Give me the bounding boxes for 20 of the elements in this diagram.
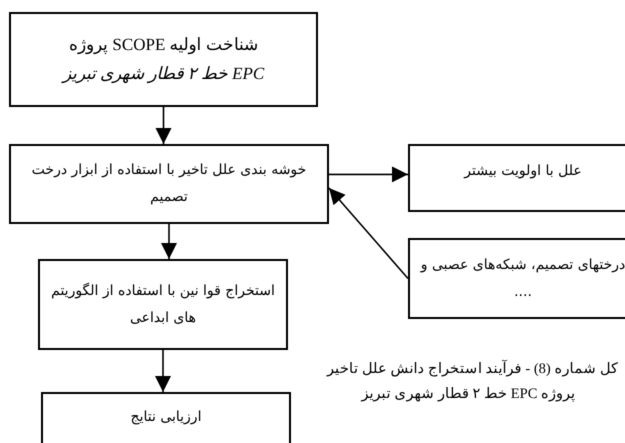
box-text: شناخت اولیه SCOPE پروژه xyxy=(68,34,259,56)
box-text: درختهای تصمیم، شبکه‌های عصبی و .... xyxy=(419,256,625,302)
process-box xyxy=(9,144,329,224)
figure-caption: پروژه EPC خط ۲ قطار شهری تبریز xyxy=(362,385,575,403)
arrow xyxy=(155,350,171,392)
box-text: خوشه بندی علل تاخیر با استفاده از ابزار درخت تصمیم xyxy=(30,161,308,207)
process-box xyxy=(38,259,288,350)
process-box xyxy=(408,238,625,319)
process-box xyxy=(9,12,318,107)
arrow xyxy=(328,187,409,280)
arrow xyxy=(329,166,408,182)
process-box xyxy=(41,392,291,443)
box-text: ارزیابی نتایج xyxy=(130,408,202,427)
process-box xyxy=(408,144,625,212)
box-text: EPC خط ۲ قطار شهری تبریز xyxy=(60,62,266,86)
box-text: استخراج قوا نین با استفاده از الگوریتم های ابداعی xyxy=(50,282,276,328)
box-text: علل با اولویت بیشتر xyxy=(462,162,583,181)
figure-caption: کل شماره (8) - فرآیند استخراج دانش علل تاخیر xyxy=(327,360,618,378)
arrow xyxy=(161,224,177,259)
arrow xyxy=(156,107,172,144)
